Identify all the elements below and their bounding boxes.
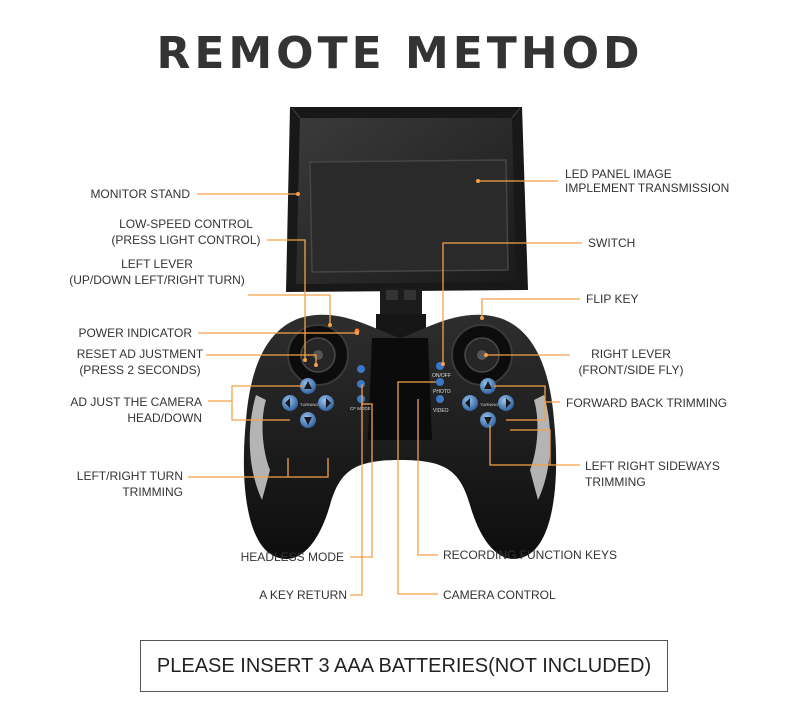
cf-mode-text: CF MODE (350, 406, 371, 411)
leader-key-return (350, 384, 363, 596)
leader-recording (417, 399, 438, 556)
label-reset-adjustment: RESET AD JUSTMENT (76, 347, 204, 361)
label-camera-control: CAMERA CONTROL (443, 588, 556, 602)
center-buttons[interactable] (357, 362, 444, 403)
left-stick[interactable] (287, 324, 349, 386)
label-sideways-trimming-note: TRIMMING (585, 475, 646, 489)
leader-lr-side (489, 425, 580, 466)
on-off-text: ON/OFF (432, 373, 451, 379)
label-turn-trimming-note: TRIMMING (122, 485, 183, 499)
right-trim-buttons[interactable] (462, 378, 514, 428)
leader-flip (481, 298, 580, 318)
left-trim-buttons[interactable] (282, 378, 334, 428)
turning-left-text: TURNING (300, 402, 318, 407)
battery-notice: PLEASE INSERT 3 AAA BATTERIES(NOT INCLUD… (140, 640, 668, 692)
leader-lines (188, 180, 582, 596)
leader-reset (206, 354, 317, 365)
label-flip-key: FLIP KEY (586, 292, 639, 306)
label-right-lever-note: (FRONT/SIDE FLY) (578, 363, 684, 377)
video-text: VIDEO (433, 408, 449, 414)
label-reset-adjustment-note: (PRESS 2 SECONDS) (79, 363, 201, 377)
label-adjust-camera-note: HEAD/DOWN (127, 411, 202, 425)
leader-camera-adj (208, 385, 303, 421)
label-led-panel-note: IMPLEMENT TRANSMISSION (565, 181, 730, 195)
label-left-lever-note: (UP/DOWN LEFT/RIGHT TURN) (69, 273, 245, 287)
label-monitor-stand: MONITOR STAND (90, 187, 190, 201)
label-sideways-trimming: LEFT RIGHT SIDEWAYS (585, 459, 720, 473)
label-led-panel: LED PANEL IMAGE (565, 167, 672, 181)
label-forward-back-trimming: FORWARD BACK TRIMMING (566, 396, 728, 410)
label-key-return: A KEY RETURN (259, 588, 347, 602)
leader-low-speed (267, 239, 306, 360)
label-switch: SWITCH (588, 236, 636, 250)
monitor (286, 107, 528, 292)
page-title: REMOTE METHOD (156, 28, 644, 79)
label-recording-keys: RECORDING FUNCTION KEYS (443, 548, 618, 562)
label-adjust-camera: AD JUST THE CAMERA (70, 395, 202, 409)
leader-left-lever (248, 294, 331, 325)
leader-dots (296, 179, 488, 367)
photo-text: PHOTO (433, 389, 451, 395)
label-turn-trimming: LEFT/RIGHT TURN (76, 469, 183, 483)
label-right-lever: RIGHT LEVER (591, 347, 671, 361)
label-left-lever: LEFT LEVER (121, 257, 193, 271)
label-low-speed-control-note: (PRESS LIGHT CONTROL) (111, 233, 261, 247)
leader-turn-trim (188, 458, 329, 478)
leader-switch (442, 242, 582, 364)
monitor-stand (376, 288, 426, 338)
turning-right-text: TURNING (480, 402, 498, 407)
label-power-indicator: POWER INDICATOR (78, 326, 192, 340)
label-low-speed-control: LOW-SPEED CONTROL (119, 217, 253, 231)
leader-headless (350, 403, 373, 558)
label-headless-mode: HEADLESS MODE (240, 550, 344, 564)
leader-fb-trim (494, 385, 560, 421)
leader-camera-control (397, 381, 438, 595)
